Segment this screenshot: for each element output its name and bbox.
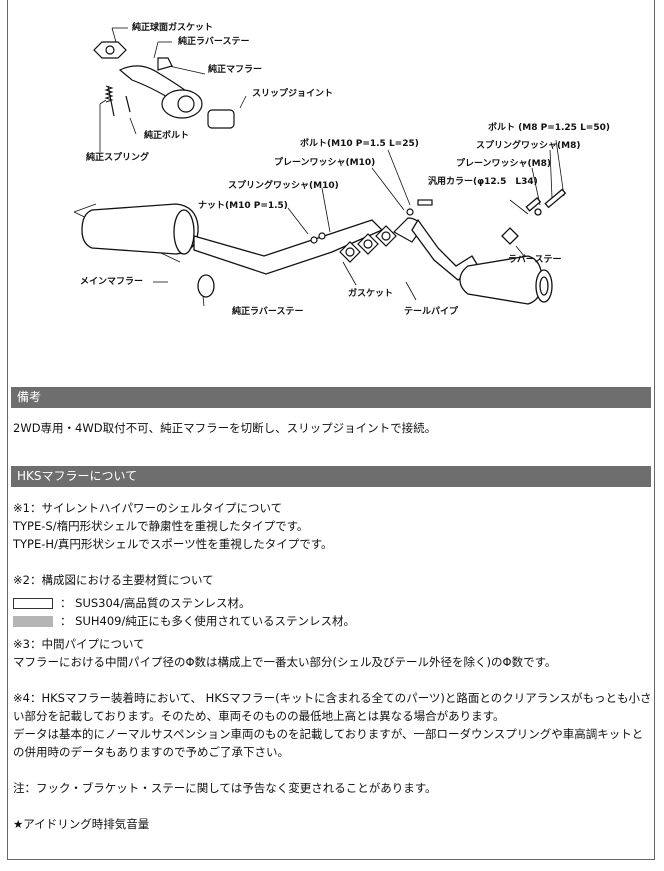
note4-data-text: データは基本的にノーマルサスペンション車両のものを記載しておりますが、一部ローダ… xyxy=(13,727,644,759)
label-main-muffler: メインマフラー xyxy=(80,276,143,287)
label-slip-joint: スリップジョイント xyxy=(252,87,333,99)
exploded-parts-diagram: 純正球面ガスケット 純正ラバーステー 純正マフラー スリップジョイント 純正ボル… xyxy=(8,0,654,380)
content-frame xyxy=(7,0,655,860)
label-oem-muffler: 純正マフラー xyxy=(208,63,262,75)
note1-type-h: TYPE-H/真円形状シェルでスポーツ性を重視したタイプです。 xyxy=(13,537,333,551)
note4-text: ※4：HKSマフラー装着時において、 HKSマフラー(キットに含まれる全てのパー… xyxy=(13,691,652,723)
label-nut-m10: ナット(M10 P=1.5) xyxy=(198,200,288,211)
label-oem-gasket: 純正球面ガスケット xyxy=(132,21,213,33)
label-bolt-m10: ボルト(M10 P=1.5 L=25) xyxy=(300,137,419,149)
suh409-swatch xyxy=(13,616,53,627)
hook-bracket-note: 注：フック・ブラケット・ステーに関しては予告なく変更されることがあります。 xyxy=(13,781,437,795)
note3-title: ※3：中間パイプについて xyxy=(13,637,145,651)
label-gasket: ガスケット xyxy=(348,287,393,299)
material-sus304: ： SUS304/高品質のステンレス材。 xyxy=(60,596,251,610)
label-spring-washer-m8: スプリングワッシャ(M8) xyxy=(476,139,580,151)
label-tail-pipe: テールパイプ xyxy=(404,305,459,317)
label-oem-rubber-stay-bottom: 純正ラバーステー xyxy=(232,305,303,317)
note1-title: ※1：サイレントハイパワーのシェルタイプについて xyxy=(13,501,283,515)
about-hks-muffler-header: HKSマフラーについて xyxy=(11,466,651,487)
label-oem-rubber-stay-top: 純正ラバーステー xyxy=(178,35,249,47)
note2-title: ※2：構成図における主要材質について xyxy=(13,573,214,587)
note3-text: マフラーにおける中間パイプ径のΦ数は構成上で一番太い部分(シェル及びテール外径を… xyxy=(13,655,557,669)
material-suh409: ： SUH409/純正にも多く使用されているステンレス材。 xyxy=(60,614,355,628)
label-oem-spring: 純正スプリング xyxy=(86,151,149,163)
label-bolt-m8: ボルト (M8 P=1.25 L=50) xyxy=(488,121,610,133)
label-collar: 汎用カラー(φ12.5 L34) xyxy=(428,175,538,187)
label-oem-bolt: 純正ボルト xyxy=(144,129,189,141)
remarks-header: 備考 xyxy=(11,387,651,408)
note1-type-s: TYPE-S/楕円形状シェルで静粛性を重視したタイプです。 xyxy=(13,519,309,533)
label-rubber-stay: ラバーステー xyxy=(508,254,561,265)
label-plain-washer-m10: プレーンワッシャ(M10) xyxy=(274,156,375,168)
label-spring-washer-m10: スプリングワッシャ(M10) xyxy=(228,179,339,191)
label-plain-washer-m8: プレーンワッシャ(M8) xyxy=(456,157,551,169)
remarks-text: 2WD専用・4WD取付不可、純正マフラーを切断し、スリップジョイントで接続。 xyxy=(13,421,437,435)
sus304-swatch xyxy=(13,598,53,609)
idle-sound-label: ★アイドリング時排気音量 xyxy=(13,817,150,831)
